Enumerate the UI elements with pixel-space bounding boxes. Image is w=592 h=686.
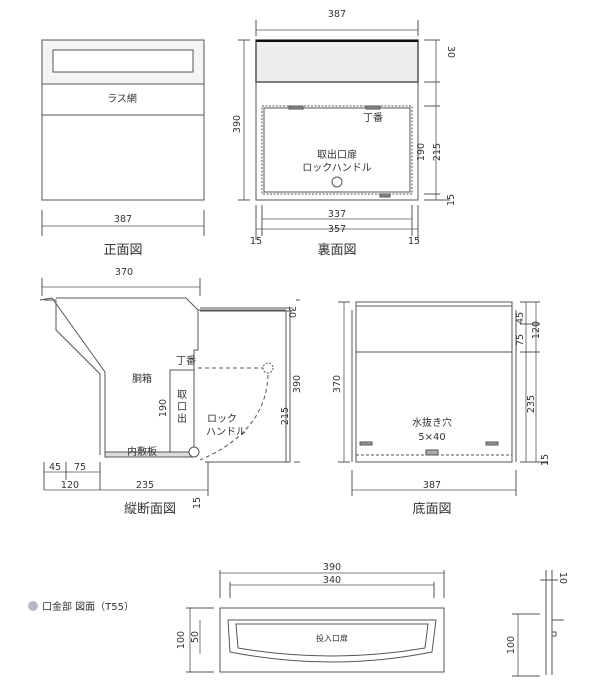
mouth-dim-340: 340 bbox=[323, 575, 341, 586]
bottom-dim-15: 15 bbox=[540, 454, 551, 466]
drain-label-1: 水抜き穴 bbox=[412, 416, 452, 429]
bottom-dim-370: 370 bbox=[332, 375, 343, 393]
section-dim-235: 235 bbox=[136, 480, 154, 491]
section-view-title: 縦断面図 bbox=[124, 502, 176, 517]
section-vertical-2: 口 bbox=[177, 402, 187, 413]
bottom-dim-45: 45 bbox=[515, 312, 526, 324]
section-view bbox=[39, 278, 300, 496]
section-lock-label-2: ハンドル bbox=[206, 427, 246, 438]
section-dim-370: 370 bbox=[115, 267, 133, 278]
back-view bbox=[238, 20, 450, 240]
bottom-view-title: 底面図 bbox=[412, 501, 451, 517]
back-top-dim: 387 bbox=[328, 9, 346, 20]
back-dim-357: 357 bbox=[328, 224, 346, 235]
back-dim-215: 215 bbox=[432, 143, 443, 161]
mouth-dim-390: 390 bbox=[323, 562, 341, 573]
side-dim-100: 100 bbox=[506, 636, 517, 654]
section-dim-190: 190 bbox=[158, 399, 169, 417]
drain-label-2: 5×40 bbox=[418, 432, 445, 443]
back-dim-15-left: 15 bbox=[250, 236, 262, 247]
section-vertical-1: 取 bbox=[177, 389, 187, 401]
section-dim-45: 45 bbox=[49, 462, 61, 473]
section-dim-120: 120 bbox=[61, 480, 79, 491]
back-door-label-2: ロックハンドル bbox=[302, 162, 372, 174]
bottom-dim-75: 75 bbox=[515, 334, 526, 346]
section-dim-390: 390 bbox=[292, 375, 303, 393]
back-hinge-label: 丁番 bbox=[363, 112, 383, 124]
side-dim-10: 10 bbox=[557, 572, 568, 584]
bottom-dim-120: 120 bbox=[531, 321, 542, 339]
bottom-view bbox=[338, 301, 548, 496]
mouth-dim-50: 50 bbox=[190, 631, 201, 643]
mouth-dim-100: 100 bbox=[176, 631, 187, 649]
back-dim-337: 337 bbox=[328, 209, 346, 220]
front-width-dim: 387 bbox=[114, 214, 132, 225]
section-dim-75: 75 bbox=[74, 462, 86, 473]
back-dim-15-right-bottom: 15 bbox=[408, 236, 420, 247]
bullet-icon bbox=[28, 601, 38, 611]
section-dim-215: 215 bbox=[280, 407, 291, 425]
back-height-dim: 390 bbox=[232, 115, 243, 133]
section-vertical-3: 出 bbox=[177, 412, 187, 425]
back-dim-15-right: 15 bbox=[446, 194, 457, 206]
section-body-label: 胴箱 bbox=[132, 372, 152, 385]
section-dim-15: 15 bbox=[192, 497, 203, 509]
slot-door-label: 投入口扉 bbox=[316, 633, 348, 643]
mouth-view-title: 口金部 図面（T55） bbox=[42, 600, 134, 613]
back-view-title: 裏面図 bbox=[317, 243, 356, 258]
lath-net-label: ラス網 bbox=[107, 92, 137, 105]
bottom-dim-387: 387 bbox=[423, 480, 441, 491]
mouth-view bbox=[186, 570, 445, 673]
bottom-dim-235: 235 bbox=[526, 395, 537, 413]
front-view bbox=[41, 39, 205, 236]
back-dim-190: 190 bbox=[416, 143, 427, 161]
section-dim-30: 30 bbox=[286, 306, 297, 318]
front-view-title: 正面図 bbox=[103, 243, 142, 258]
section-lock-label-1: ロック bbox=[207, 413, 237, 425]
back-door-label-1: 取出口扉 bbox=[317, 148, 357, 161]
mouth-side-view bbox=[512, 570, 564, 677]
section-bottom-board-label: 内敷板 bbox=[127, 445, 157, 458]
back-dim-30: 30 bbox=[445, 46, 456, 58]
section-hinge-label: 丁番 bbox=[176, 355, 196, 367]
